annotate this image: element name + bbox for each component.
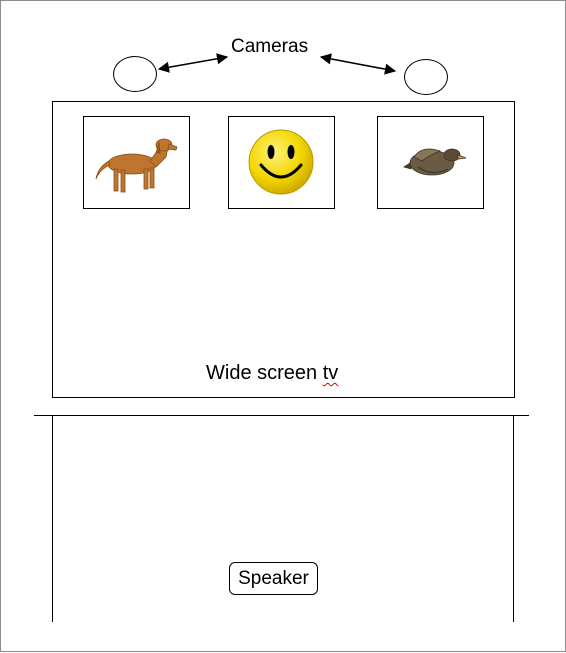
duck-icon	[403, 148, 467, 176]
left-camera	[113, 56, 157, 92]
tv-label-spellchecked-word: tv	[322, 362, 339, 384]
dog-icon	[95, 138, 178, 193]
image-tile-dog	[83, 116, 190, 209]
tv-label: Wide screen tv	[206, 362, 338, 385]
stand-top-line	[34, 415, 529, 416]
left-camera-arrow	[157, 53, 229, 73]
right-camera-arrow	[319, 53, 397, 75]
stand-right-leg	[513, 416, 514, 622]
image-tile-smiley	[228, 116, 335, 209]
right-camera	[404, 59, 448, 95]
stand-left-leg	[52, 416, 53, 622]
image-tile-duck	[377, 116, 484, 209]
speaker-box: Speaker	[229, 562, 318, 595]
cameras-label: Cameras	[231, 36, 309, 57]
tv-label-text: Wide screen	[206, 362, 323, 384]
smiley-face-icon	[248, 129, 314, 195]
